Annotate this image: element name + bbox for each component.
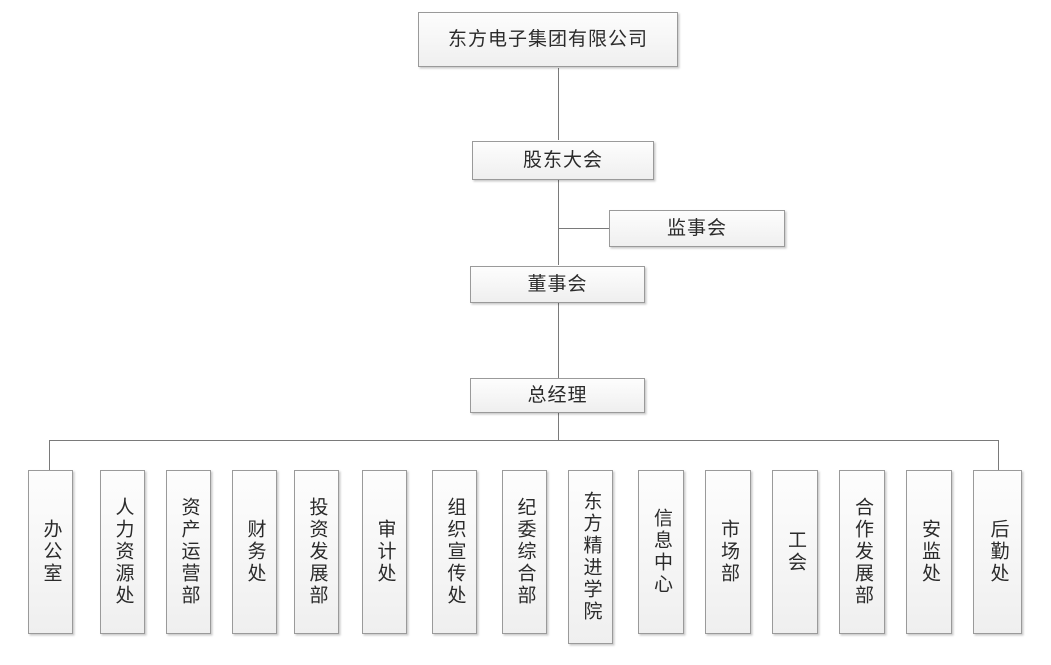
node-general-manager-label: 总经理 — [527, 383, 588, 406]
node-dept-02[interactable]: 人力资源处 — [100, 470, 145, 634]
connector-company-to-shareholders — [558, 68, 559, 140]
node-dept-15[interactable]: 后勤处 — [973, 470, 1022, 634]
node-dept-06[interactable]: 审计处 — [362, 470, 407, 634]
node-dept-03[interactable]: 资产运营部 — [166, 470, 211, 634]
node-dept-05[interactable]: 投资发展部 — [294, 470, 339, 634]
node-dept-06-label: 审计处 — [374, 519, 397, 585]
node-dept-07-label: 组织宣传处 — [444, 497, 467, 607]
node-company[interactable]: 东方电子集团有限公司 — [418, 12, 678, 67]
node-dept-04[interactable]: 财务处 — [232, 470, 277, 634]
connector-directors-to-gm — [558, 303, 559, 378]
connector-gm-to-bus — [558, 413, 559, 440]
node-dept-08-label: 纪委综合部 — [514, 497, 537, 607]
node-dept-02-label: 人力资源处 — [112, 497, 135, 607]
node-board-of-directors[interactable]: 董事会 — [470, 266, 645, 303]
node-dept-07[interactable]: 组织宣传处 — [432, 470, 477, 634]
node-dept-09-label: 东方精进学院 — [580, 491, 603, 623]
node-shareholders-meeting-label: 股东大会 — [522, 148, 603, 171]
node-dept-04-label: 财务处 — [244, 519, 267, 585]
node-dept-11-label: 市场部 — [717, 519, 740, 585]
connector-bus-to-dept-01 — [49, 440, 50, 470]
node-dept-10-label: 信息中心 — [650, 508, 673, 596]
node-dept-03-label: 资产运营部 — [178, 497, 201, 607]
node-general-manager[interactable]: 总经理 — [470, 378, 645, 413]
node-dept-01-label: 办公室 — [40, 519, 63, 585]
node-dept-01[interactable]: 办公室 — [28, 470, 73, 634]
node-shareholders-meeting[interactable]: 股东大会 — [472, 141, 654, 180]
node-dept-10[interactable]: 信息中心 — [638, 470, 684, 634]
connector-branch-to-supervisors — [558, 228, 609, 229]
node-dept-13[interactable]: 合作发展部 — [839, 470, 885, 634]
node-dept-12[interactable]: 工会 — [772, 470, 818, 634]
node-dept-09[interactable]: 东方精进学院 — [568, 470, 613, 644]
node-dept-11[interactable]: 市场部 — [705, 470, 751, 634]
node-dept-14-label: 安监处 — [918, 519, 941, 585]
node-dept-08[interactable]: 纪委综合部 — [502, 470, 547, 634]
node-dept-05-label: 投资发展部 — [306, 497, 329, 607]
connector-department-bus — [49, 440, 999, 441]
node-dept-12-label: 工会 — [784, 530, 807, 574]
node-dept-15-label: 后勤处 — [987, 519, 1010, 585]
connector-shareholders-to-directors — [558, 180, 559, 265]
node-board-of-directors-label: 董事会 — [527, 272, 588, 295]
connector-bus-to-dept-15 — [998, 440, 999, 470]
node-board-of-supervisors-label: 监事会 — [666, 216, 727, 239]
node-board-of-supervisors[interactable]: 监事会 — [609, 210, 785, 247]
node-dept-13-label: 合作发展部 — [851, 497, 874, 607]
node-company-label: 东方电子集团有限公司 — [447, 27, 648, 50]
node-dept-14[interactable]: 安监处 — [906, 470, 952, 634]
